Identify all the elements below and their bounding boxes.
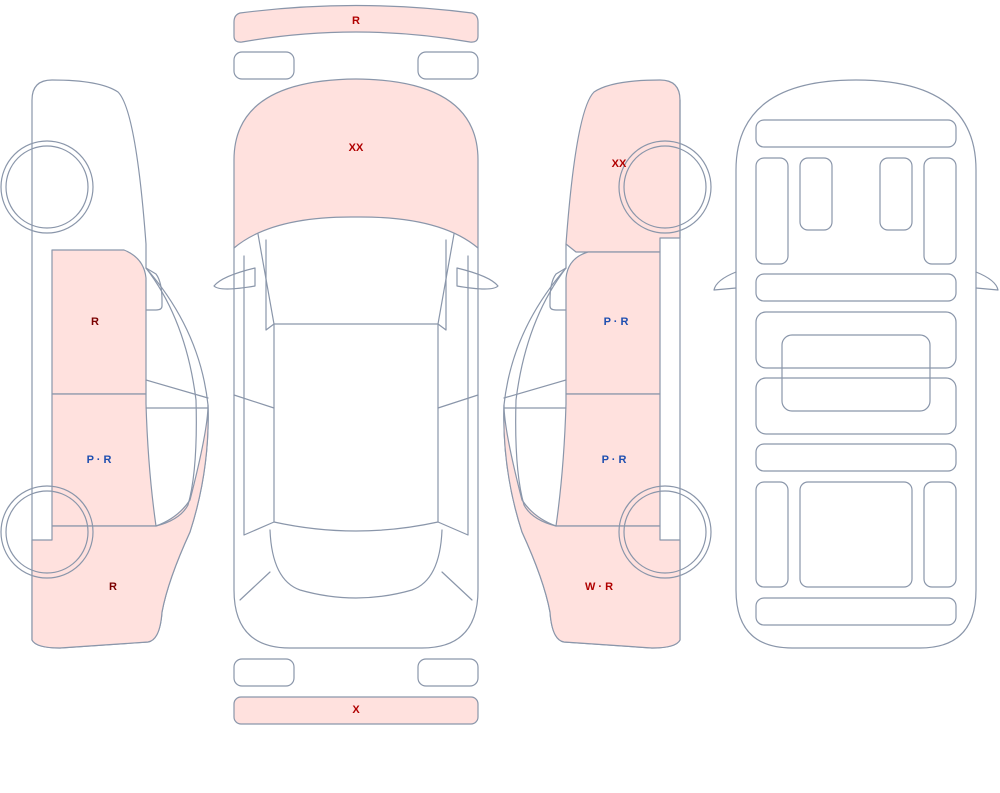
floor-panel-5 xyxy=(923,157,957,265)
left-side-view xyxy=(0,79,209,649)
floor-mirror-left xyxy=(713,271,737,291)
top-rear-corners xyxy=(239,571,473,601)
top-right-rail xyxy=(437,239,469,536)
left-rear-wheel xyxy=(0,140,94,234)
floor-outline xyxy=(735,79,977,649)
rear-light-left xyxy=(233,51,295,80)
label-rear-bumper: R xyxy=(352,15,360,27)
top-body-outline xyxy=(233,247,479,649)
panel-front-bumper[interactable] xyxy=(233,696,479,725)
floor-panel-8 xyxy=(755,377,957,435)
floor-view xyxy=(713,79,999,649)
label-left-rear-fender: R xyxy=(91,316,99,328)
left-door-line xyxy=(145,379,209,409)
label-right-rear-door: P · R xyxy=(604,316,629,328)
floor-panel-1 xyxy=(755,119,957,148)
label-front-bumper: X xyxy=(352,704,360,716)
panel-right-rear-door[interactable] xyxy=(565,251,661,395)
top-door-lines xyxy=(233,394,479,409)
panel-right-front-fender[interactable] xyxy=(503,404,681,649)
right-front-wheel-inner xyxy=(623,490,707,574)
right-rear-wheel-inner xyxy=(623,145,707,229)
mirror-left xyxy=(213,267,256,290)
floor-panel-6 xyxy=(755,273,957,302)
label-right-front-door: P · R xyxy=(602,454,627,466)
label-left-front-fender: R xyxy=(109,581,117,593)
top-view xyxy=(213,4,499,725)
right-rear-wheel xyxy=(618,140,712,234)
top-left-rail xyxy=(243,239,275,536)
floor-panel-4 xyxy=(879,157,913,231)
floor-center-box xyxy=(781,334,931,412)
floor-panel-13 xyxy=(755,597,957,626)
panel-rear-bumper[interactable] xyxy=(233,4,479,43)
left-front-wheel xyxy=(0,485,94,579)
left-rear-wheel-inner xyxy=(5,145,89,229)
panel-hood[interactable] xyxy=(233,78,479,249)
right-door-line xyxy=(503,379,567,409)
floor-panel-7 xyxy=(755,311,957,369)
floor-panel-12 xyxy=(923,481,957,588)
label-left-rear-door: P · R xyxy=(87,454,112,466)
right-mirror xyxy=(549,267,567,311)
floor-panel-3 xyxy=(799,157,833,231)
panel-left-front-fender[interactable] xyxy=(31,404,209,649)
damage-labels: R XX X R P · R R XX P · R P · R W · R xyxy=(87,15,629,716)
left-mirror xyxy=(145,267,163,311)
label-right-front-fender: W · R xyxy=(585,581,613,593)
left-window-frame xyxy=(145,267,197,527)
floor-panel-10 xyxy=(755,481,789,588)
floor-panel-11 xyxy=(799,481,913,588)
left-front-wheel-inner xyxy=(5,490,89,574)
front-light-left xyxy=(233,658,295,687)
mirror-right xyxy=(456,267,499,290)
label-hood: XX xyxy=(349,142,364,154)
right-window-frame xyxy=(515,267,567,527)
floor-panel-9 xyxy=(755,443,957,472)
right-side-view xyxy=(503,79,712,649)
top-windshield xyxy=(257,233,455,325)
top-rear-window xyxy=(269,529,443,599)
panel-left-rear-fender[interactable] xyxy=(51,249,147,395)
right-front-wheel xyxy=(618,485,712,579)
label-right-rear-fender: XX xyxy=(612,158,627,170)
floor-panel-2 xyxy=(755,157,789,265)
top-roof xyxy=(273,323,439,532)
floor-mirror-right xyxy=(975,271,999,291)
front-light-right xyxy=(417,658,479,687)
rear-light-right xyxy=(417,51,479,80)
panel-right-rear-fender[interactable] xyxy=(565,79,681,253)
